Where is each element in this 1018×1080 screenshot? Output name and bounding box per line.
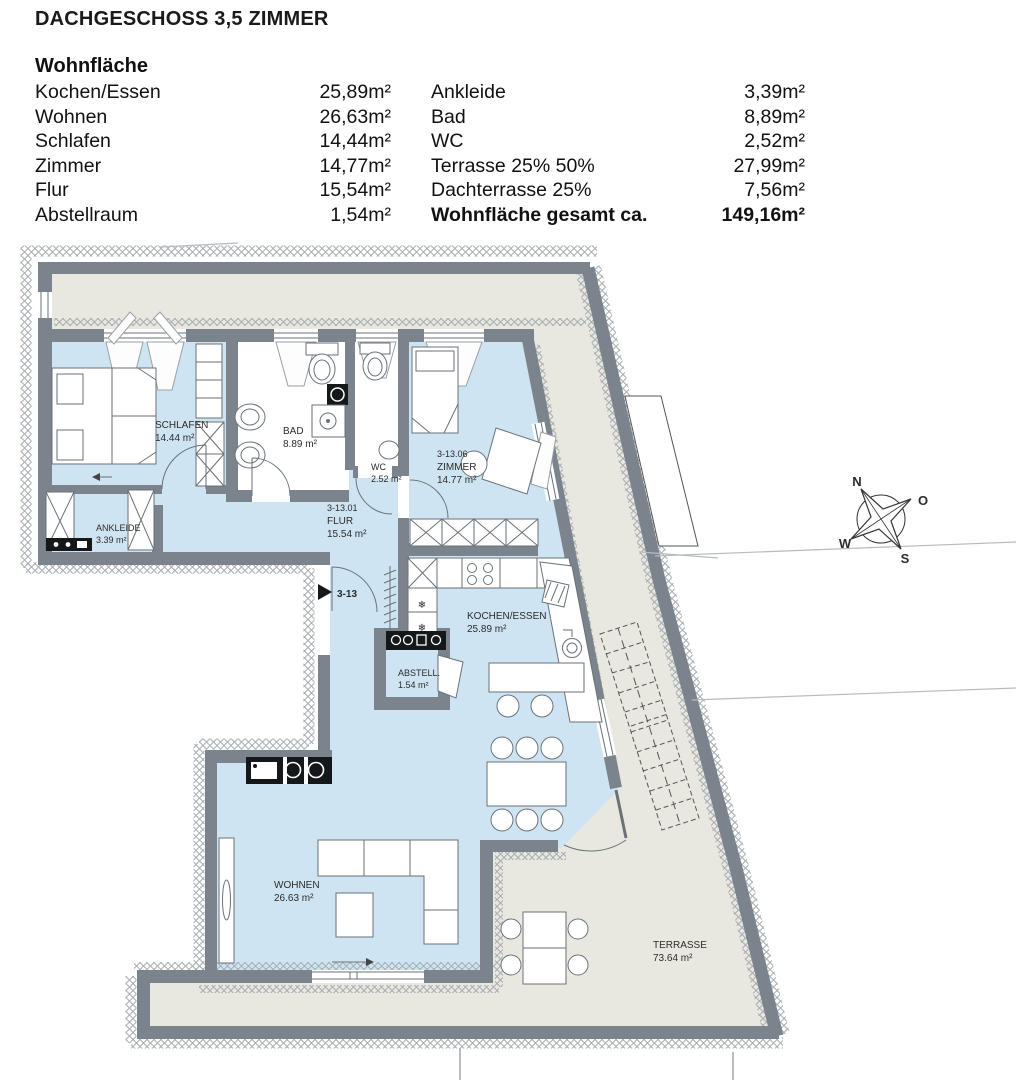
zimmer-area: 14.77 m² bbox=[437, 475, 477, 486]
kochen-label: KOCHEN/ESSEN bbox=[467, 611, 546, 622]
appliance-icon bbox=[386, 631, 446, 650]
kochen-area: 25.89 m² bbox=[467, 624, 507, 635]
kitchenette-icon bbox=[246, 757, 332, 784]
flur-area: 15.54 m² bbox=[327, 529, 367, 540]
kitchen-island-icon bbox=[488, 662, 585, 718]
entrance-arrow-icon bbox=[318, 584, 332, 600]
flur-label: FLUR bbox=[327, 516, 353, 527]
room-label: Zimmer bbox=[35, 154, 102, 177]
coffee-table-icon bbox=[335, 892, 374, 938]
page-title: DACHGESCHOSS 3,5 ZIMMER bbox=[35, 8, 329, 30]
door-arc bbox=[161, 444, 207, 490]
room-label: Terrasse 25% 50% bbox=[431, 154, 595, 177]
abstell-area: 1.54 m² bbox=[398, 680, 429, 690]
coat-rack-icon bbox=[383, 566, 397, 630]
wardrobe-icon bbox=[195, 343, 225, 487]
room-area: 8,89m² bbox=[744, 105, 805, 128]
room-area: 3,39m² bbox=[744, 81, 805, 103]
room-label: WC bbox=[431, 130, 464, 152]
total-area: 149,16m² bbox=[721, 203, 805, 226]
door-arc bbox=[355, 477, 393, 515]
room-label: Abstellraum bbox=[35, 203, 138, 226]
room-area: 27,99m² bbox=[733, 154, 805, 177]
wohnen-area: 26.63 m² bbox=[274, 893, 314, 904]
dining-table-icon bbox=[486, 736, 567, 832]
sofa-icon bbox=[317, 839, 459, 945]
room-label: Flur bbox=[35, 179, 69, 201]
bad-area: 8.89 m² bbox=[283, 439, 318, 450]
roof-stairs-icon bbox=[599, 621, 700, 831]
toilet-icon bbox=[305, 342, 339, 385]
compass-icon bbox=[850, 488, 912, 550]
room-label: Wohnen bbox=[35, 105, 108, 128]
room-label: Schlafen bbox=[35, 130, 111, 152]
ankleide-label: ANKLEIDE bbox=[96, 523, 141, 533]
total-label: Wohnfläche gesamt ca. bbox=[431, 203, 648, 226]
entrance-label: 3-13 bbox=[337, 589, 357, 600]
dresser-icon bbox=[46, 538, 92, 551]
kitchen-counter-icon bbox=[539, 561, 603, 723]
room-label: Dachterrasse 25% bbox=[431, 179, 592, 201]
room-area: 7,56m² bbox=[744, 179, 805, 201]
compass-north-label: N bbox=[852, 474, 861, 489]
door-arc bbox=[251, 457, 291, 497]
abstell-label: ABSTELL. bbox=[398, 668, 440, 678]
room-area: 15,54m² bbox=[319, 179, 391, 201]
schlafen-label: SCHLAFEN bbox=[155, 420, 208, 431]
double-bed-icon bbox=[51, 367, 157, 465]
room-area: 14,77m² bbox=[319, 154, 391, 177]
tv-board-icon bbox=[218, 837, 235, 964]
freezer-icon: ❄ bbox=[418, 600, 426, 611]
single-bed-icon bbox=[411, 346, 459, 434]
arrow-icon bbox=[92, 473, 112, 481]
fridge-icon: ❄ bbox=[418, 623, 426, 634]
bad-label: BAD bbox=[283, 426, 304, 437]
table-heading: Wohnfläche bbox=[35, 55, 148, 77]
washer-icon bbox=[327, 384, 348, 405]
reference-lines bbox=[159, 242, 1017, 1080]
room-area: 2,52m² bbox=[744, 130, 805, 152]
terrasse-area: 73.64 m² bbox=[653, 953, 693, 964]
toilet-icon bbox=[359, 342, 391, 381]
door-leaf-icon bbox=[437, 654, 464, 699]
schlafen-area: 14.44 m² bbox=[155, 433, 195, 444]
room-area: 25,89m² bbox=[319, 81, 391, 103]
area-table-grid: Kochen/Essen 25,89m² Ankleide 3,39m² Wohnen… bbox=[35, 80, 825, 227]
wc-label: WC bbox=[371, 462, 386, 472]
wardrobe-icon bbox=[409, 518, 539, 547]
area-table: DACHGESCHOSS 3,5 ZIMMER Wohnfläche Koche… bbox=[35, 8, 825, 227]
sliding-door-arrow-icon bbox=[332, 958, 374, 966]
compass-west-label: W bbox=[839, 536, 852, 551]
floor-plan: ❄ ❄ bbox=[20, 242, 1017, 1080]
flur-code: 3-13.01 bbox=[327, 503, 358, 513]
room-label: Ankleide bbox=[431, 81, 506, 103]
sink-icon bbox=[234, 403, 266, 469]
terrasse-label: TERRASSE bbox=[653, 940, 707, 951]
zimmer-code: 3-13.06 bbox=[437, 449, 468, 459]
terrace-table-icon bbox=[500, 911, 589, 985]
zimmer-label: ZIMMER bbox=[437, 462, 476, 473]
room-label: Kochen/Essen bbox=[35, 81, 161, 103]
wc-area: 2.52 m² bbox=[371, 474, 402, 484]
shower-icon bbox=[311, 404, 346, 438]
entrance-door bbox=[318, 566, 378, 613]
room-area: 1,54m² bbox=[330, 203, 391, 226]
door-arc bbox=[409, 479, 449, 519]
sink-icon bbox=[378, 440, 400, 460]
compass-east-label: O bbox=[918, 493, 928, 508]
desk-icon bbox=[460, 427, 542, 495]
compass-south-label: S bbox=[901, 551, 910, 566]
terrace-door bbox=[563, 789, 628, 852]
ankleide-area: 3.39 m² bbox=[96, 535, 127, 545]
wohnen-label: WOHNEN bbox=[274, 880, 320, 891]
room-label: Bad bbox=[431, 105, 466, 128]
room-labels: SCHLAFEN 14.44 m² ANKLEIDE 3.39 m² BAD 8… bbox=[96, 420, 707, 964]
room-area: 26,63m² bbox=[319, 105, 391, 128]
room-area: 14,44m² bbox=[319, 130, 391, 152]
